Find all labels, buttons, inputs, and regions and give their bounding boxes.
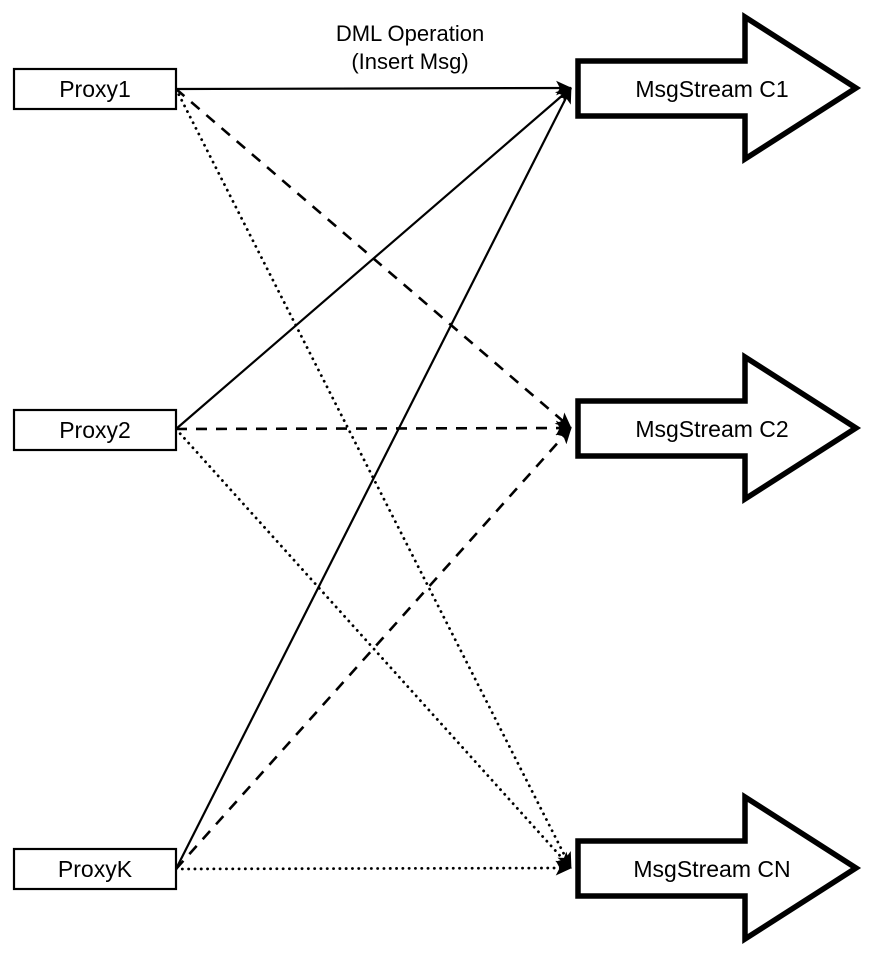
edge-proxy2-to-cn (174, 427, 573, 870)
edge-caption-group: DML Operation (Insert Msg) (336, 21, 484, 74)
edge-proxyk-to-c1 (175, 87, 572, 870)
msgstream-c1-label: MsgStream C1 (635, 76, 788, 102)
edge-proxyk-to-cn (174, 860, 573, 876)
edge-proxy2-to-c1 (175, 87, 572, 430)
edge-proxy1-to-cn (174, 87, 573, 870)
proxy1-box[interactable] (12, 67, 178, 111)
msgstream-node-cn[interactable]: MsgStream CN (575, 791, 862, 945)
proxy-node-proxy1[interactable]: Proxy1 (12, 67, 178, 111)
msgstream-c2-arrow-shape[interactable] (575, 351, 862, 505)
proxy2-label: Proxy2 (59, 417, 131, 443)
proxy-node-proxy2[interactable]: Proxy2 (12, 408, 178, 452)
msgstream-node-c1[interactable]: MsgStream C1 (575, 11, 862, 165)
proxyk-box[interactable] (12, 847, 178, 891)
edge-caption-line1: DML Operation (336, 21, 484, 46)
edge-layer (174, 80, 573, 876)
msgstream-node-c2[interactable]: MsgStream C2 (575, 351, 862, 505)
msgstream-cn-arrow-shape[interactable] (575, 791, 862, 945)
edge-caption-line2: (Insert Msg) (351, 49, 468, 74)
msgstream-c2-label: MsgStream C2 (635, 416, 788, 442)
edge-proxy1-to-c1 (175, 80, 572, 96)
proxy2-box[interactable] (12, 408, 178, 452)
msgstream-cn-label: MsgStream CN (633, 856, 790, 882)
proxy-node-proxyk[interactable]: ProxyK (12, 847, 178, 891)
msgstream-c1-arrow-shape[interactable] (575, 11, 862, 165)
edge-proxy2-to-c2 (175, 420, 572, 436)
proxyk-label: ProxyK (58, 856, 133, 882)
proxy1-label: Proxy1 (59, 76, 131, 102)
